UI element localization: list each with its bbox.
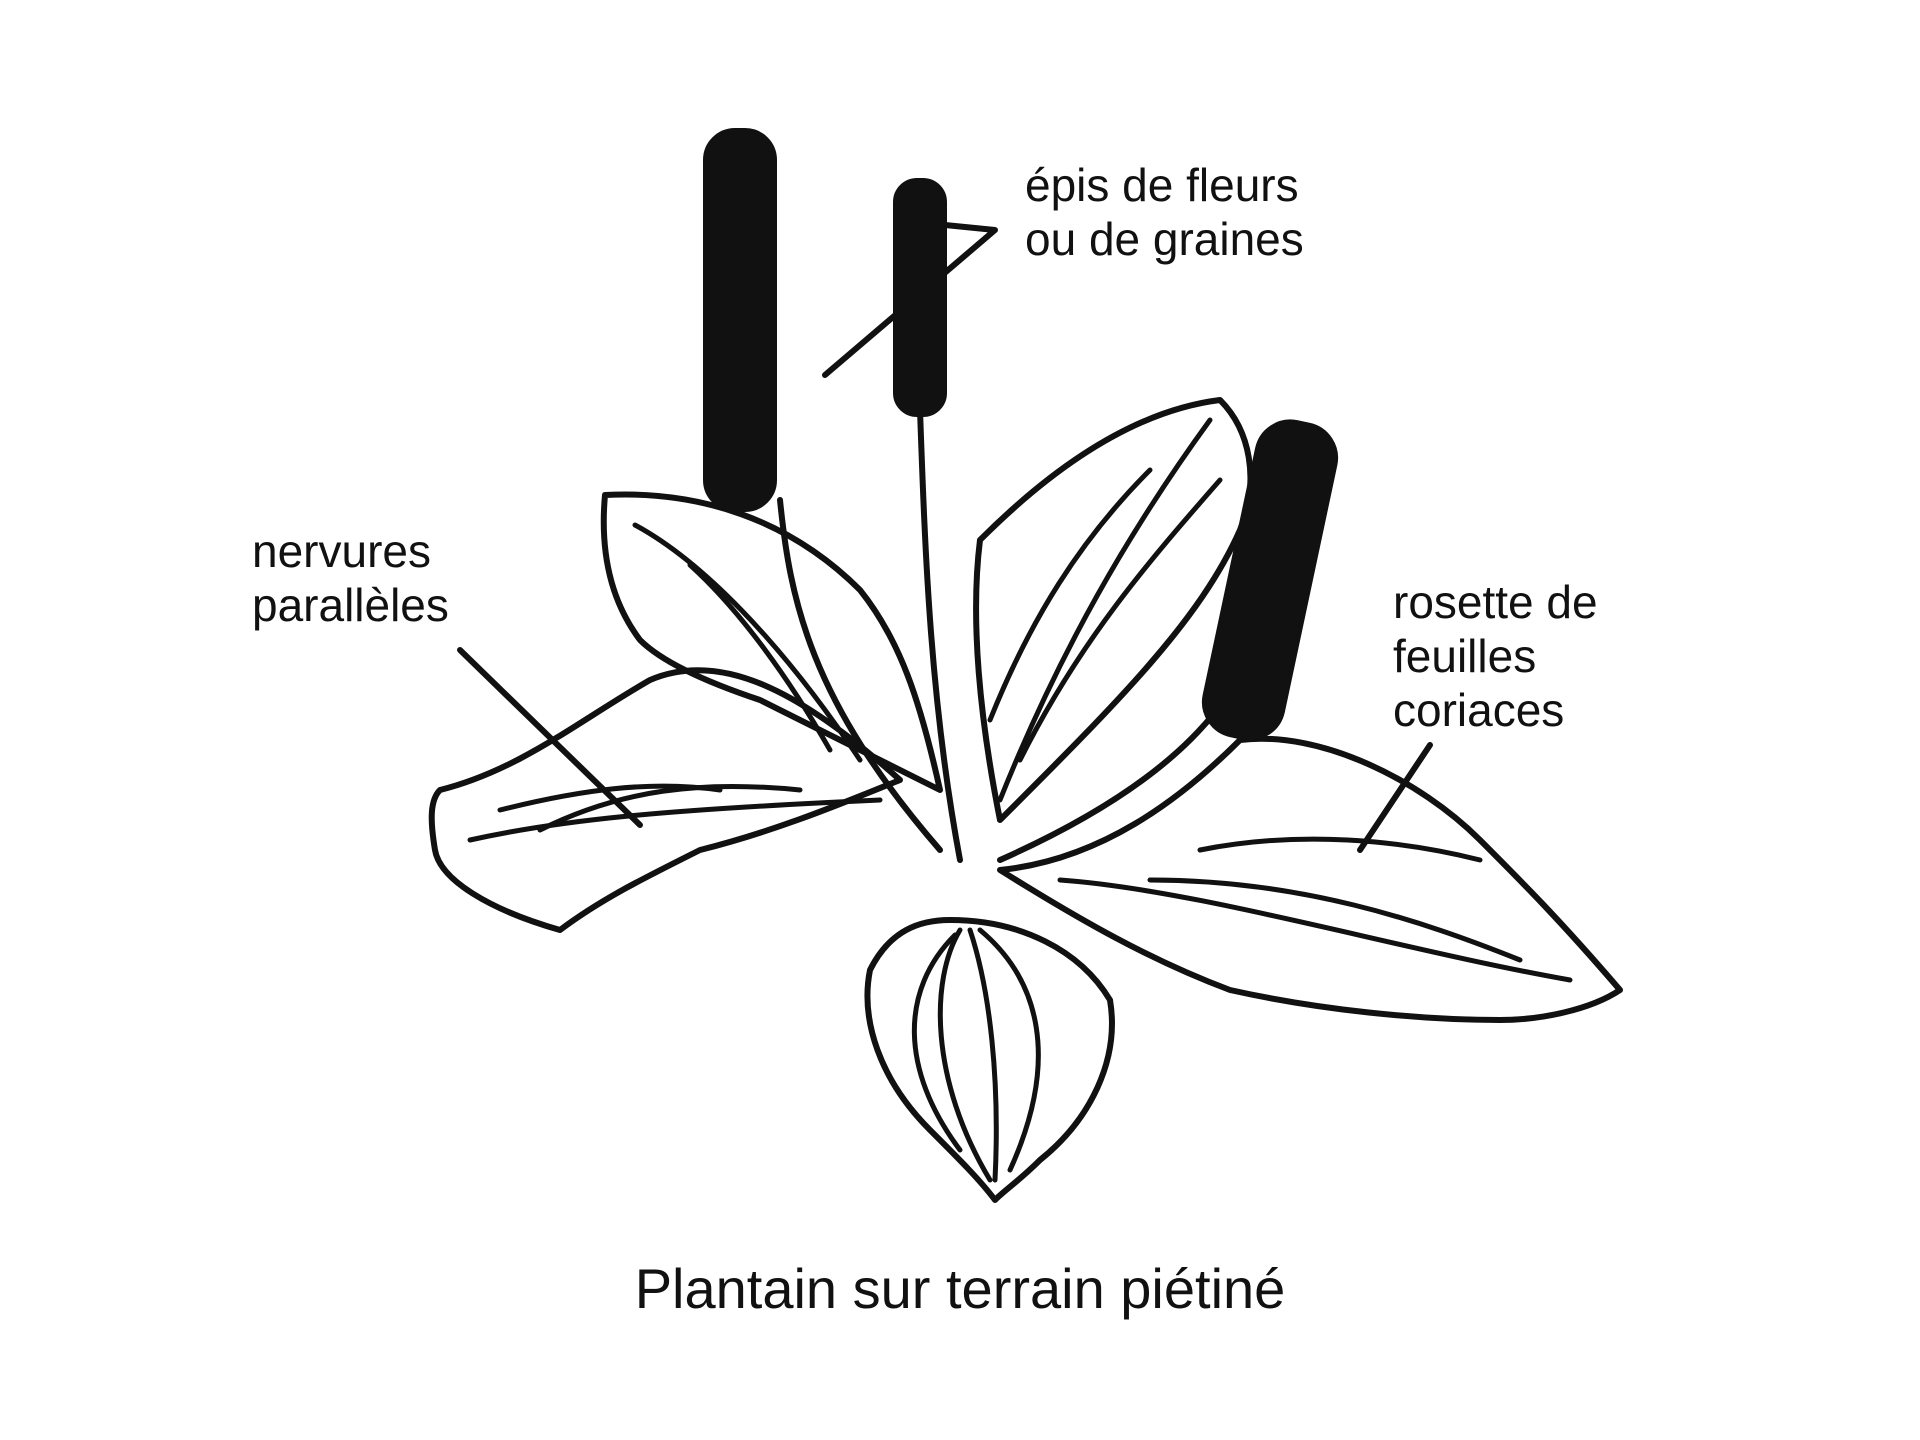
label-veins: nervures parallèles: [252, 524, 449, 632]
label-spikes-line2: ou de graines: [1025, 213, 1304, 265]
label-spikes: épis de fleurs ou de graines: [1025, 158, 1304, 266]
label-rosette-line2: feuilles: [1393, 630, 1537, 682]
leaf-front: [864, 917, 1115, 1203]
label-rosette: rosette de feuilles coriaces: [1393, 575, 1598, 737]
spike-left: [703, 128, 777, 512]
label-veins-line1: nervures: [252, 525, 431, 577]
label-veins-line2: parallèles: [252, 579, 449, 631]
diagram-caption: Plantain sur terrain piétiné: [634, 1257, 1286, 1320]
spike-right: [1201, 419, 1339, 741]
leaf-left: [428, 667, 903, 933]
label-rosette-line3: coriaces: [1393, 684, 1565, 736]
leaf-back-left: [600, 491, 943, 793]
label-spikes-line1: épis de fleurs: [1025, 159, 1299, 211]
leader-lines: [457, 222, 1433, 853]
leaf-right: [997, 735, 1623, 1023]
leaf-center-right: [973, 397, 1254, 823]
label-rosette-line1: rosette de: [1393, 576, 1598, 628]
